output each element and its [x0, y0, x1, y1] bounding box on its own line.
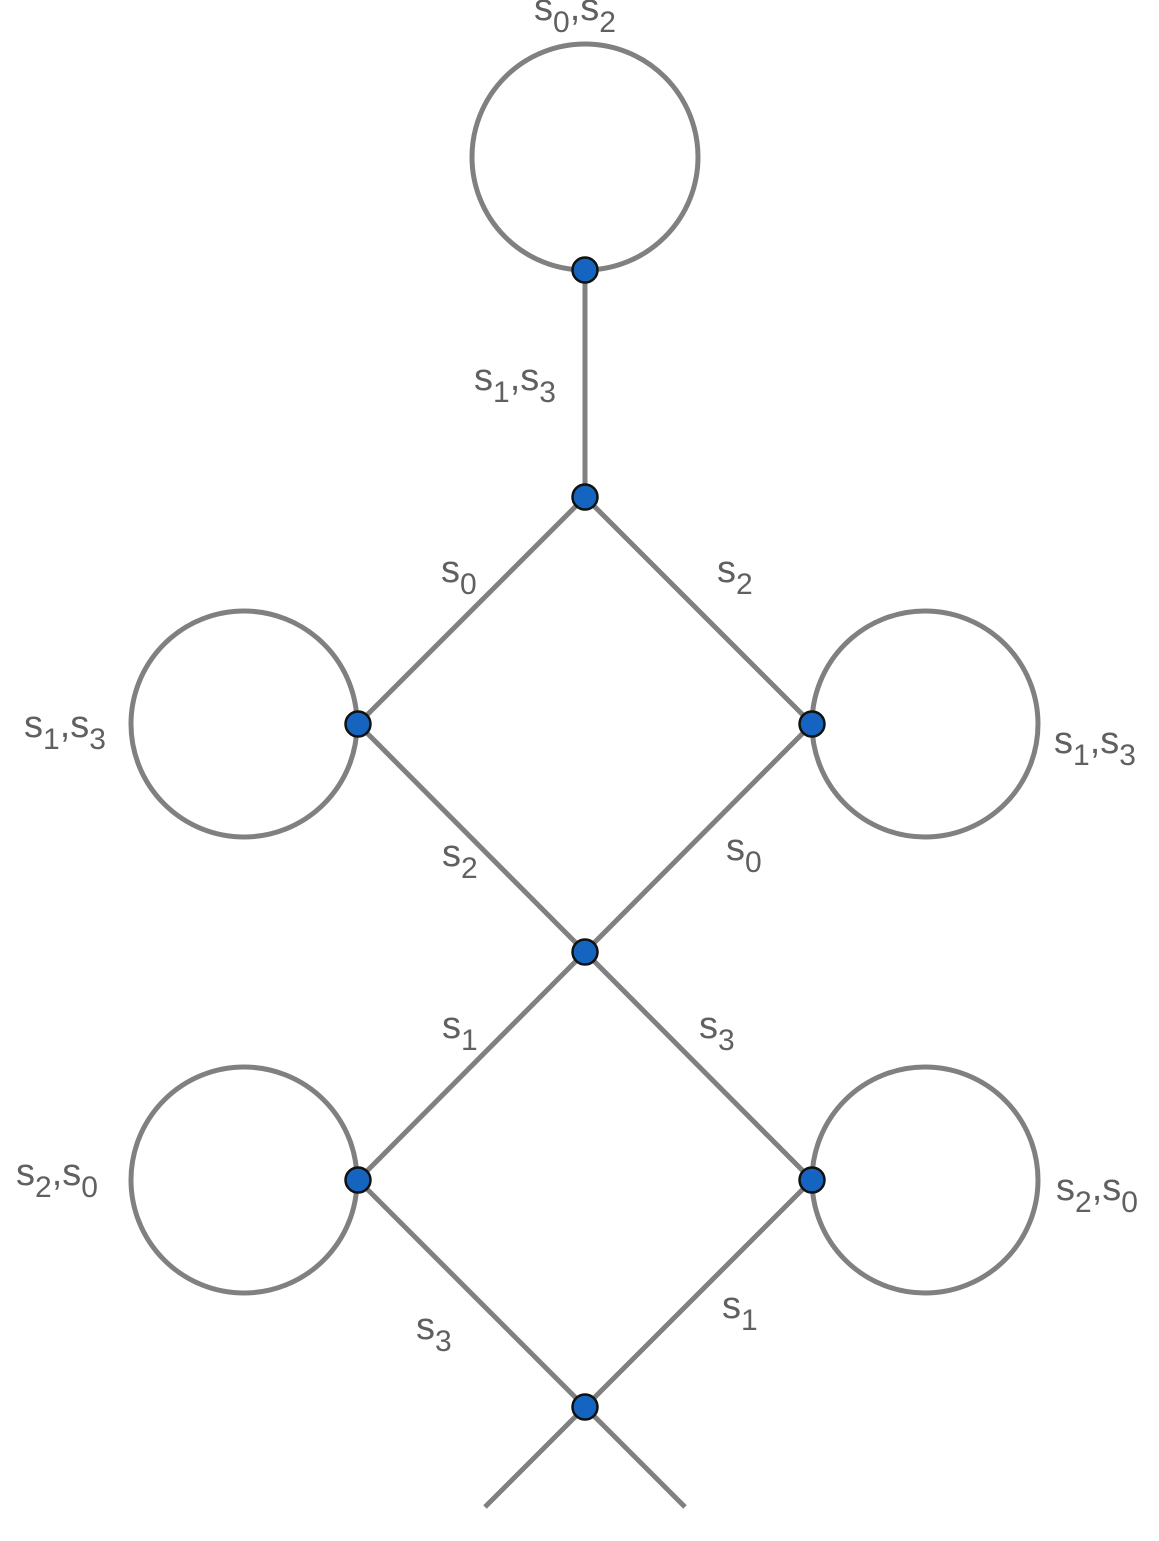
edge-bottom-hub-right-continuation: [583, 1405, 687, 1509]
label-edge-upper-left: s0: [441, 549, 477, 601]
label-loop-left-upper: s1,s3: [24, 704, 106, 756]
edge-left-upper-middle-hub: [356, 722, 587, 954]
edge-upper-hub-left-upper: [356, 495, 587, 726]
vertex-left-lower: [344, 1166, 372, 1194]
label-loop-left-lower: s2,s0: [16, 1152, 98, 1204]
vertex-right-upper: [798, 710, 826, 738]
label-edge-mid-left: s2: [442, 833, 478, 885]
loop-right-upper: [809, 608, 1041, 840]
edge-middle-hub-right-lower: [583, 950, 814, 1182]
vertex-upper-hub: [571, 483, 599, 511]
label-edge-bottom-right: s1: [722, 1285, 758, 1337]
edge-left-lower-bottom-hub: [356, 1178, 587, 1409]
label-edge-bottom-left: s3: [416, 1306, 452, 1358]
loop-top: [469, 41, 701, 273]
edge-bottom-hub-left-continuation: [483, 1405, 587, 1509]
edges: [356, 270, 814, 1509]
loops: [128, 41, 1041, 1296]
vertex-top: [571, 256, 599, 284]
vertex-right-lower: [798, 1166, 826, 1194]
edge-right-upper-middle-hub: [583, 722, 814, 954]
loop-left-lower: [128, 1064, 360, 1296]
label-edge-mid-right: s0: [726, 827, 762, 879]
label-edge-top: s1,s3: [474, 357, 556, 409]
labels: s0,s2 s1,s3 s0 s2 s1,s3 s1,s3 s2 s0 s1 s…: [16, 0, 1138, 1358]
label-edge-upper-right: s2: [717, 549, 753, 601]
vertices: [344, 256, 826, 1421]
edge-upper-hub-right-upper: [583, 495, 814, 726]
vertex-middle-hub: [571, 938, 599, 966]
label-loop-right-upper: s1,s3: [1054, 720, 1136, 772]
edge-middle-hub-left-lower: [356, 950, 587, 1182]
label-loop-right-lower: s2,s0: [1056, 1167, 1138, 1219]
loop-right-lower: [809, 1064, 1041, 1296]
label-loop-top: s0,s2: [534, 0, 616, 39]
label-edge-lower-right: s3: [699, 1005, 735, 1057]
label-edge-lower-left: s1: [442, 1005, 478, 1057]
vertex-left-upper: [344, 710, 372, 738]
vertex-bottom-hub: [571, 1393, 599, 1421]
loop-left-upper: [128, 608, 360, 840]
edge-right-lower-bottom-hub: [583, 1178, 814, 1409]
